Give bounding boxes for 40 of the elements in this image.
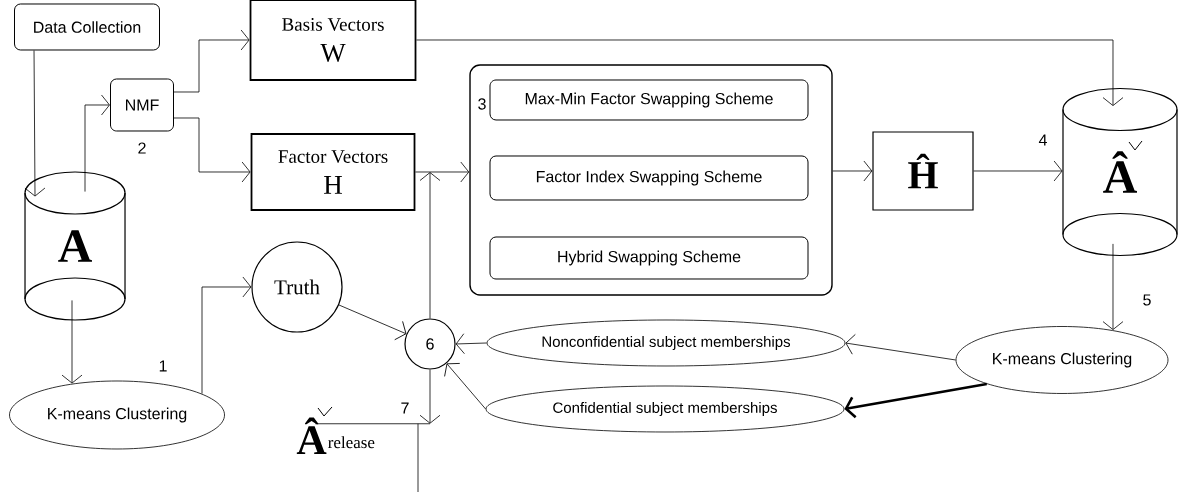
arrow	[455, 333, 487, 355]
step-number: 3	[478, 98, 486, 110]
process-box: NMF	[110, 78, 174, 132]
arrow	[444, 363, 486, 410]
arrow	[173, 117, 251, 183]
database-cylinder: A	[24, 171, 126, 321]
step-number: 7	[399, 401, 411, 415]
vector-box: Factor Vectors H	[250, 133, 416, 211]
arrow	[419, 172, 441, 319]
arrow	[24, 50, 46, 197]
circle-node: Truth	[251, 241, 343, 333]
scheme-box: Max-Min Factor Swapping Scheme	[489, 79, 809, 121]
node-label: A	[58, 230, 92, 262]
scheme-box: Hybrid Swapping Scheme	[489, 236, 809, 280]
vector-box: Ĥ	[872, 131, 974, 211]
node-label: Â	[1103, 151, 1137, 193]
arrow	[338, 304, 407, 341]
step-number: 1	[157, 359, 169, 373]
arrow	[84, 94, 110, 192]
matrix-label: Ârelease	[296, 406, 375, 454]
arrow	[61, 300, 83, 384]
arrow	[201, 276, 252, 394]
arrow	[173, 29, 250, 93]
arrow	[845, 334, 956, 361]
process-box: Data Collection	[14, 3, 160, 51]
step-number: 5	[1141, 293, 1153, 307]
arrow	[844, 382, 987, 419]
scheme-box: Factor Index Swapping Scheme	[489, 155, 809, 201]
arrow	[973, 160, 1063, 182]
arrow	[419, 369, 441, 424]
arrow	[416, 39, 1124, 106]
database-cylinder: Â	[1062, 87, 1178, 257]
vector-box: Basis Vectors W	[249, 0, 417, 81]
arrow	[415, 161, 470, 183]
arrow	[314, 423, 431, 492]
arrow	[1102, 243, 1124, 330]
step-number: 4	[1037, 133, 1049, 147]
step-number: 2	[138, 142, 146, 154]
scheme-group-box	[469, 64, 833, 296]
arrow	[832, 160, 873, 182]
